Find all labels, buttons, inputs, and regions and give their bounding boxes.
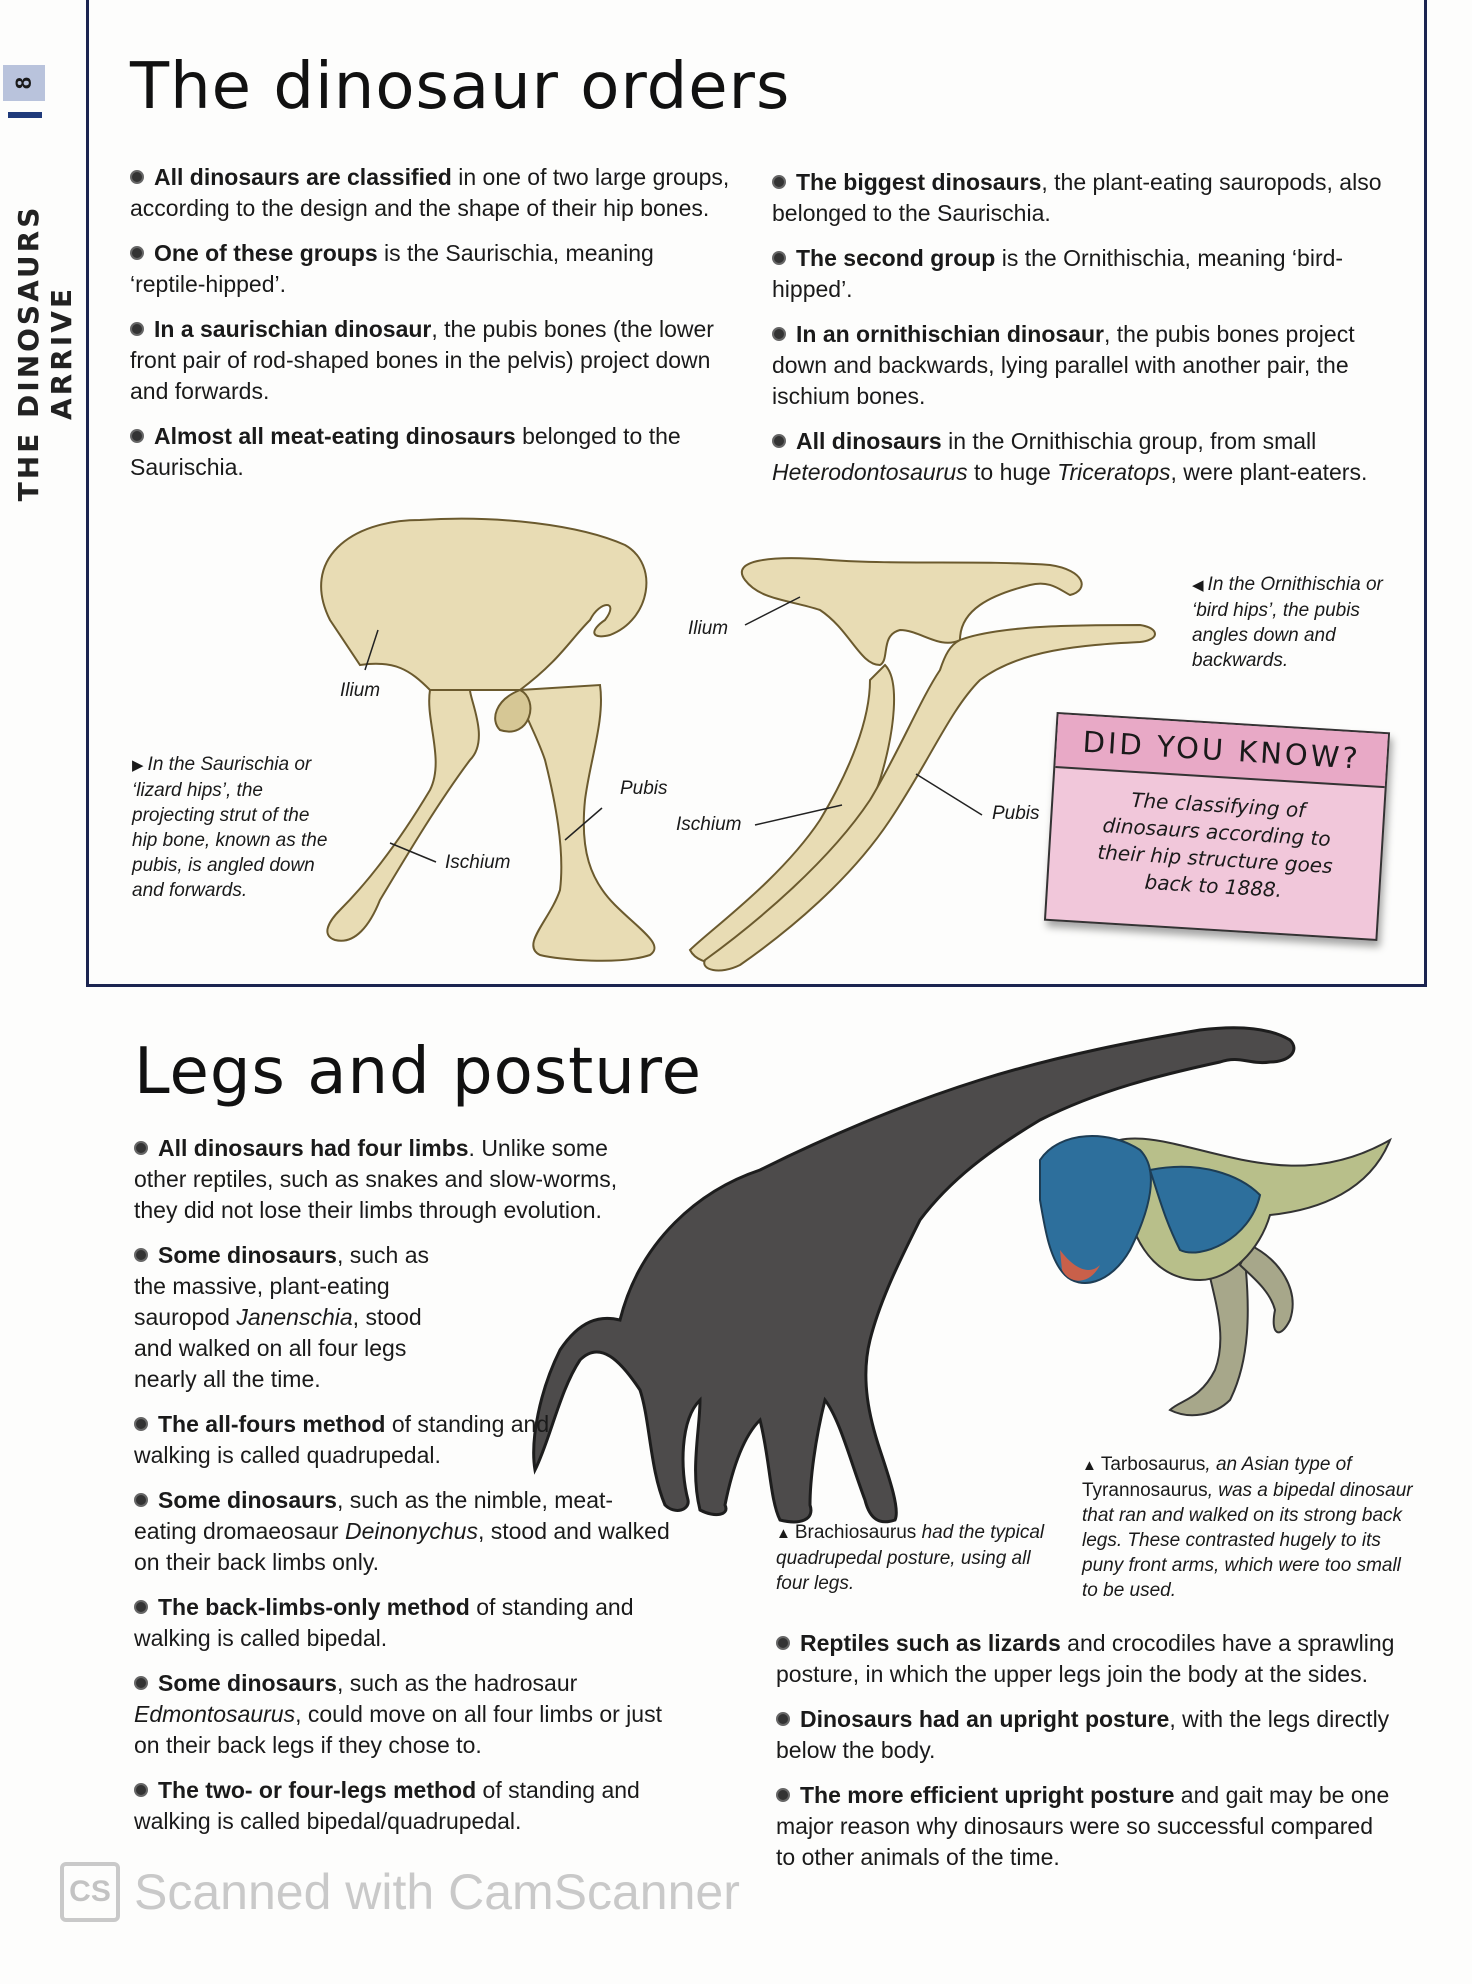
left-triangle-icon: ◀ (1192, 577, 1204, 594)
bullet-icon (130, 429, 144, 443)
label-ischium-ornithischia: Ischium (676, 814, 742, 835)
bullet-icon (130, 246, 144, 260)
up-triangle-icon: ▲ (1082, 1457, 1097, 1474)
bullet-icon (134, 1248, 148, 1262)
bullet-icon (776, 1788, 790, 1802)
label-ilium-saurischia: Ilium (340, 680, 381, 701)
dinosaur-orders-title: The dinosaur orders (130, 50, 791, 124)
bullet-icon (772, 251, 786, 265)
legs-right-column: Reptiles such as lizards and crocodiles … (776, 1628, 1396, 1887)
label-pubis-saurischia: Pubis (620, 778, 668, 799)
bullet-icon (130, 170, 144, 184)
bullet-item: Some dinosaurs, such as the hadrosaur Ed… (134, 1670, 662, 1758)
ornithischia-caption: ◀In the Ornithischia or ‘bird hips’, the… (1192, 574, 1383, 671)
orders-left-column: All dinosaurs are classified in one of t… (130, 162, 730, 497)
brachiosaurus-caption: ▲Brachiosaurus had the typical quadruped… (776, 1522, 1045, 1594)
label-ilium-ornithischia: Ilium (688, 618, 729, 639)
bullet-icon (772, 434, 786, 448)
bullet-item: All dinosaurs in the Ornithischia group,… (772, 428, 1368, 485)
bullet-icon (134, 1141, 148, 1155)
bullet-item: The two- or four-legs method of standing… (134, 1777, 640, 1834)
bullet-icon (134, 1600, 148, 1614)
watermark-text: Scanned with CamScanner (134, 1864, 740, 1920)
bullet-item: Some dinosaurs, such as the massive, pla… (134, 1242, 429, 1392)
bullet-item: The back-limbs-only method of standing a… (134, 1594, 634, 1651)
legs-posture-title: Legs and posture (134, 1035, 703, 1109)
bullet-icon (134, 1417, 148, 1431)
right-triangle-icon: ▶ (132, 757, 144, 774)
bullet-item: Reptiles such as lizards and crocodiles … (776, 1630, 1395, 1687)
bullet-icon (130, 322, 144, 336)
ornithischia-hip-illustration (688, 557, 1156, 972)
bullet-icon (772, 175, 786, 189)
orders-right-column: The biggest dinosaurs, the plant-eating … (772, 167, 1382, 502)
bullet-item: All dinosaurs had four limbs. Unlike som… (134, 1135, 618, 1223)
bullet-icon (134, 1783, 148, 1797)
bullet-icon (134, 1676, 148, 1690)
tarbosaurus-caption: ▲Tarbosaurus, an Asian type of Tyrannosa… (1082, 1454, 1413, 1601)
bullet-item: Some dinosaurs, such as the nimble, meat… (134, 1487, 670, 1575)
bullet-item: One of these groups is the Saurischia, m… (130, 240, 654, 297)
saurischia-hip-illustration (320, 517, 656, 962)
bullet-item: In a saurischian dinosaur, the pubis bon… (130, 316, 714, 404)
bullet-item: The biggest dinosaurs, the plant-eating … (772, 169, 1382, 226)
camscanner-watermark: CS Scanned with CamScanner (60, 1862, 740, 1922)
bullet-item: Dinosaurs had an upright posture, with t… (776, 1706, 1390, 1763)
bullet-item: Almost all meat-eating dinosaurs belonge… (130, 423, 681, 480)
bullet-icon (772, 327, 786, 341)
bullet-icon (776, 1712, 790, 1726)
bullet-item: In an ornithischian dinosaur, the pubis … (772, 321, 1355, 409)
bullet-icon (776, 1636, 790, 1650)
bullet-item: The all-fours method of standing and wal… (134, 1411, 550, 1468)
bullet-item: The more efficient upright posture and g… (776, 1782, 1390, 1870)
label-ischium-saurischia: Ischium (445, 852, 511, 873)
page-number-underline (8, 112, 42, 118)
bullet-icon (134, 1493, 148, 1507)
camscanner-logo-icon: CS (60, 1862, 120, 1922)
saurischia-caption: ▶In the Saurischia or ‘lizard hips’, the… (132, 754, 328, 901)
bullet-item: All dinosaurs are classified in one of t… (130, 164, 730, 221)
legs-left-column: All dinosaurs had four limbs. Unlike som… (134, 1133, 674, 1851)
label-pubis-ornithischia: Pubis (992, 803, 1040, 824)
up-triangle-icon: ▲ (776, 1525, 791, 1542)
bullet-item: The second group is the Ornithischia, me… (772, 245, 1344, 302)
dinosaur-orders-frame (86, 0, 1427, 987)
